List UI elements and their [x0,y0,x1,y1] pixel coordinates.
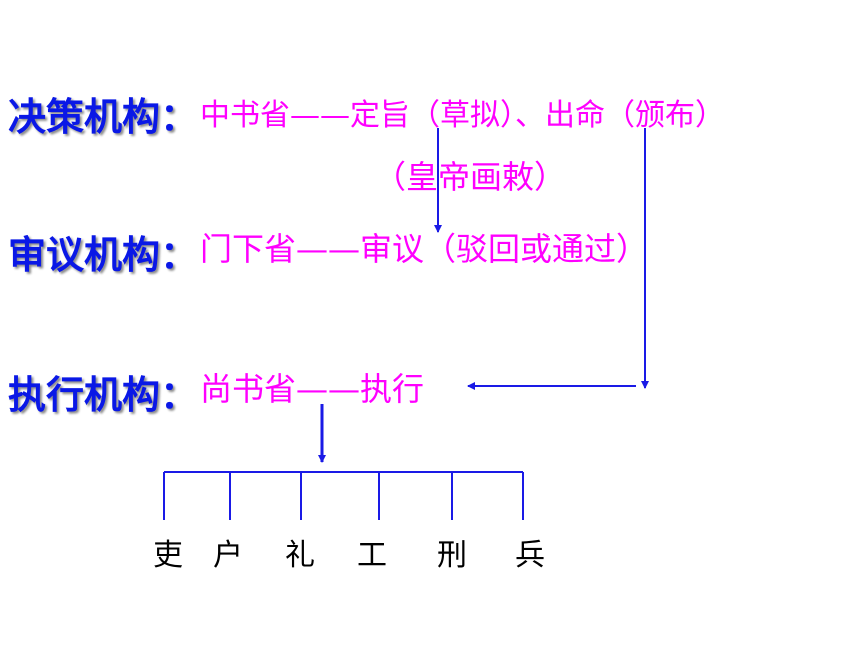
decision-subtext: （皇帝画敕） [374,158,567,196]
execution-label: 执行机构： [8,373,199,417]
department-li: 吏 [153,538,183,573]
department-li-rites: 礼 [285,538,315,573]
review-label: 审议机构： [8,233,199,277]
department-xing: 刑 [437,538,467,573]
department-bracket [163,471,524,520]
execution-text: 尚书省——执行 [200,370,425,408]
decision-label: 决策机构： [8,95,199,139]
department-bing: 兵 [515,538,545,573]
decision-text: 中书省——定旨（草拟）、出命（颁布） [200,98,725,133]
department-gong: 工 [357,538,387,573]
department-hu: 户 [213,538,243,573]
review-text: 门下省——审议（驳回或通过） [200,230,649,268]
